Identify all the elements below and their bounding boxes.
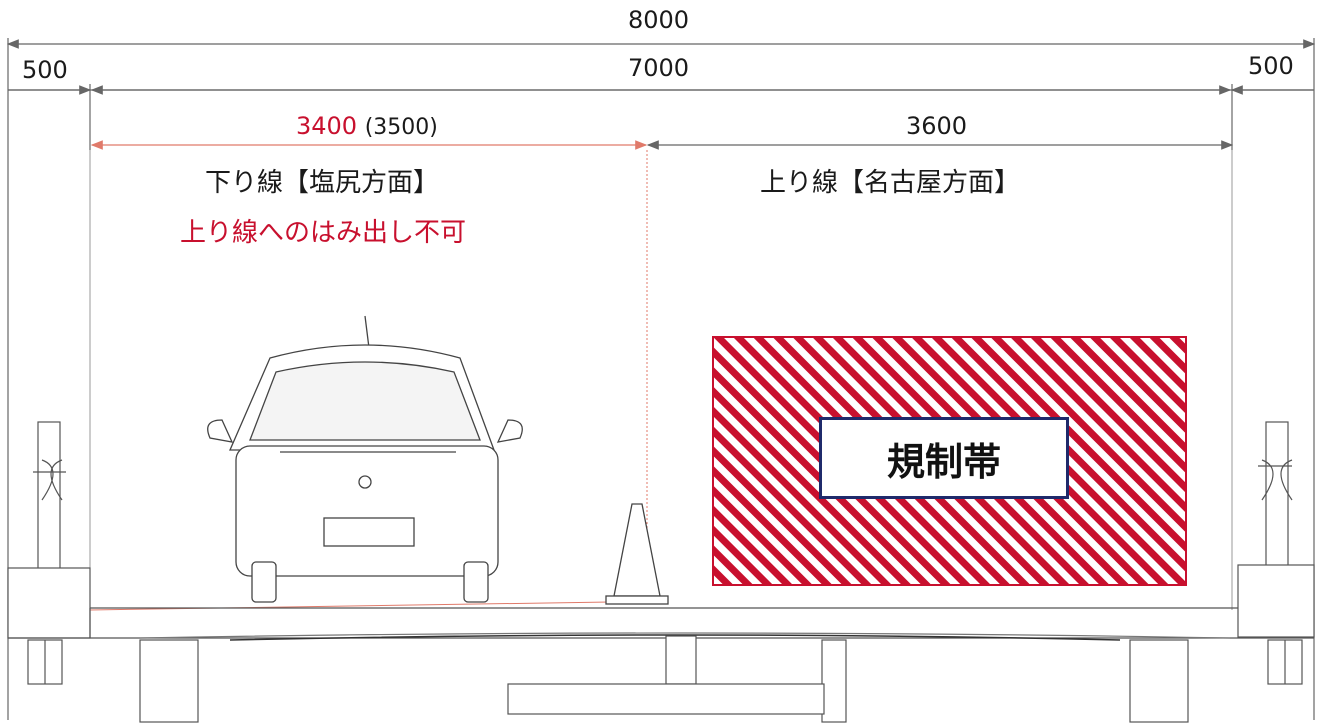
dim-down-lane-new: 3400 — [296, 112, 358, 140]
vehicle-rear-view — [207, 315, 523, 603]
down-lane-surface-line — [89, 601, 611, 611]
right-curb — [1237, 564, 1315, 638]
bridge-deck — [8, 607, 1314, 641]
regulation-zone-label: 規制帯 — [819, 417, 1069, 499]
down-lane-label: 下り線【塩尻方面】 — [205, 168, 440, 198]
curbs — [7, 564, 1315, 639]
dim-total-width: 8000 — [628, 6, 690, 34]
girder-right-outer — [1129, 639, 1189, 723]
cross-beam — [507, 683, 825, 715]
dim-down-lane-old: (3500) — [364, 115, 438, 140]
girder-left-inner — [139, 639, 199, 723]
left-curb — [7, 567, 91, 639]
girders — [27, 635, 1303, 723]
traffic-cone — [605, 503, 669, 605]
dim-up-lane-width: 3600 — [906, 112, 968, 140]
dimension-lines — [6, 38, 1316, 720]
license-plate — [323, 517, 415, 547]
down-lane-note: 上り線へのはみ出し不可 — [180, 218, 467, 248]
dim-left-shoulder: 500 — [22, 56, 68, 84]
dim-road-width: 7000 — [628, 54, 690, 82]
girder-right-inner — [821, 639, 847, 723]
lane-guide-lines — [89, 150, 1233, 611]
girder-center — [665, 635, 697, 685]
dim-down-lane-width: 3400 (3500) — [296, 112, 438, 140]
up-lane-label: 上り線【名古屋方面】 — [760, 168, 1021, 198]
left-guardrail — [33, 421, 66, 607]
dim-right-shoulder: 500 — [1248, 52, 1294, 80]
